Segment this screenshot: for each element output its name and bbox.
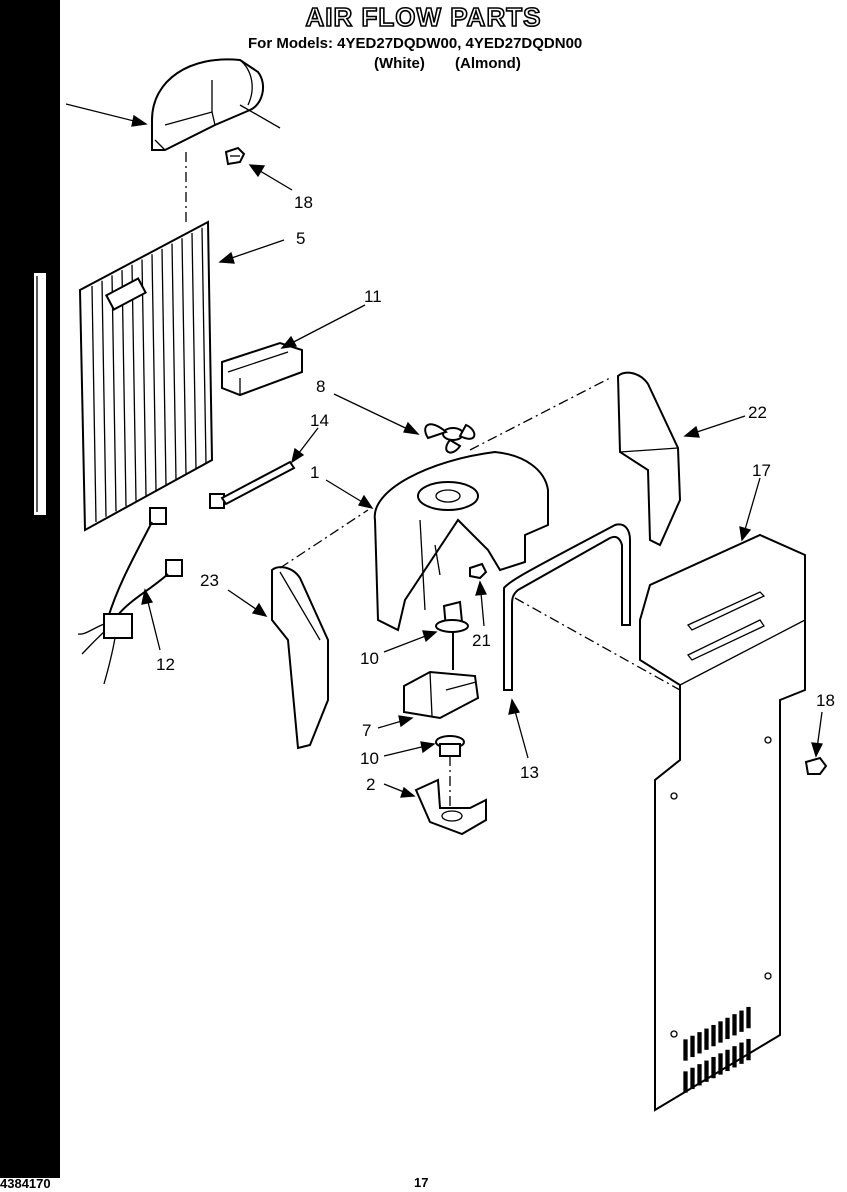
models-line: For Models: 4YED27DQDW00, 4YED27DQDN00 [248, 35, 583, 52]
callout-18: 18 [816, 691, 835, 710]
part-21-screw [469, 562, 488, 580]
vent-slot [690, 1067, 695, 1090]
grille-rib [191, 232, 197, 470]
vent-slot [690, 1035, 695, 1058]
callout-17: 17 [752, 461, 771, 480]
vent-slot [711, 1056, 716, 1079]
vent-slot [739, 1010, 744, 1032]
part-22-duct [616, 371, 682, 547]
vent-slot [718, 1021, 723, 1043]
callout-13: 13 [520, 763, 539, 782]
vent-slot [732, 1046, 737, 1068]
page-title: AIR FLOW PARTS [305, 1, 542, 33]
part-1-fan-shroud [373, 450, 549, 632]
grille-rib [131, 264, 137, 501]
vent-slot [711, 1024, 716, 1047]
grille-rib [141, 259, 147, 496]
grille-rib [151, 254, 157, 491]
part-16-strip [32, 271, 48, 517]
part-23-duct [271, 566, 329, 750]
callout-7: 7 [362, 721, 371, 740]
part-2-motor-bracket [414, 778, 487, 836]
grille-rib [111, 275, 117, 512]
grille-rib [91, 285, 97, 523]
part-8-fan-blade [424, 423, 476, 454]
grille-rib [101, 280, 107, 517]
vent-slot [739, 1042, 744, 1064]
color-almond-label: (Almond) [455, 55, 521, 72]
grille-rib [161, 248, 167, 485]
part-5-grille-panel [78, 220, 214, 532]
vent-slot [732, 1014, 737, 1036]
callout-10: 10 [360, 649, 379, 668]
callout-18: 18 [294, 193, 313, 212]
part-10-bushing-upper [435, 600, 469, 633]
vent-slot [725, 1017, 730, 1040]
callout-16: 16 [12, 189, 31, 208]
callout-12: 12 [156, 655, 175, 674]
vent-slot [725, 1049, 730, 1072]
part-14-cable-tie [209, 460, 296, 509]
guide-line [279, 509, 369, 569]
part-10-bushing-lower [435, 735, 465, 757]
part-12-wire-harness [77, 507, 183, 685]
document-number: 4384170 [0, 1176, 51, 1191]
callout-labels: 3 18 16 5 11 8 22 14 1 17 23 21 12 10 18… [12, 93, 835, 794]
part-18-screw-right [804, 756, 828, 775]
vent-slot [704, 1060, 709, 1082]
callout-5: 5 [296, 229, 305, 248]
guide-line [469, 377, 611, 451]
leader-arrows [21, 103, 824, 798]
part-18-screw-top [224, 146, 246, 166]
grille-rib [181, 238, 187, 475]
callout-11: 11 [364, 287, 382, 306]
callout-8: 8 [316, 377, 325, 396]
callout-1: 1 [310, 463, 319, 482]
callout-10: 10 [360, 749, 379, 768]
guide-line [239, 104, 281, 129]
part-7-fan-motor [403, 670, 480, 720]
callout-14: 14 [310, 411, 329, 430]
grille-rib [201, 227, 207, 464]
vent-slot [697, 1032, 702, 1054]
page-number: 17 [414, 1175, 429, 1190]
grille-rib [121, 270, 127, 507]
grille-rib [171, 243, 177, 480]
part-13-seal [503, 523, 631, 691]
callout-2: 2 [366, 775, 375, 794]
callout-22: 22 [748, 403, 767, 422]
part-17-rear-panel [639, 533, 806, 1112]
vent-slot [704, 1028, 709, 1050]
part-11-damper-block [221, 341, 303, 397]
vent-slot [683, 1071, 688, 1093]
color-white-label: (White) [374, 55, 425, 72]
callout-3: 3 [48, 93, 57, 112]
vent-slot [746, 1038, 751, 1061]
part-3-duct-cover [151, 58, 265, 151]
guide-line [514, 597, 681, 691]
vent-slot [718, 1053, 723, 1075]
callout-23: 23 [200, 571, 219, 590]
vent-slot [683, 1039, 688, 1061]
callout-21: 21 [472, 631, 491, 650]
left-binding-bar [0, 0, 60, 1178]
vent-slot [746, 1006, 751, 1029]
vent-slot [697, 1064, 702, 1086]
